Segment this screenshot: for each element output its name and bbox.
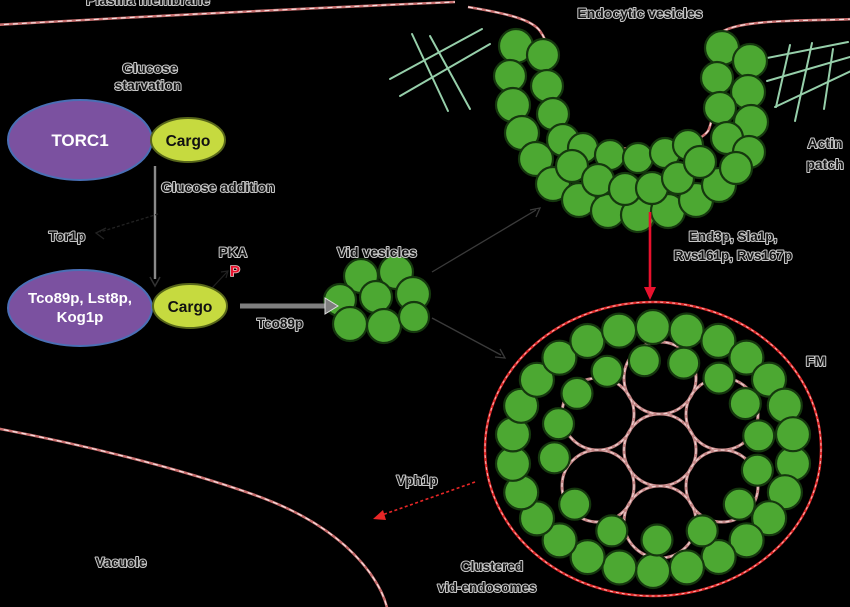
cargo-bottom-ellipse [152,283,228,329]
internalization-arrow [644,212,656,300]
vesicle-icon [554,148,590,184]
vesicle-icon [682,144,718,180]
tco89p-label: Tco89p [257,316,303,331]
vesicle-icon [569,322,606,360]
vph1p-arrow [373,481,476,520]
vesicle-icon [668,312,705,349]
vesicle-icon [700,322,737,359]
to-endocytic-arrow [431,207,542,273]
vesicle-icon [728,522,765,559]
fm-label: FM [806,353,826,369]
vesicle-icon [502,387,540,424]
endosome-circle-icon [623,413,697,487]
torc1-complex-label-1: Tco89p, Lst8p, [28,290,132,307]
vesicle-icon [634,308,672,346]
clustered-endosomes-label-1: Clustered [461,559,523,574]
vesicle-icon [742,419,776,453]
actin-patch-label-2: patch [806,156,843,172]
plasma-membrane-label: Plasma membrane [86,0,210,8]
vesicle-icon [668,549,706,586]
endocytic-vesicle-cluster [492,27,770,234]
vesicle-icon [640,523,674,557]
glucose-addition-label: Glucose addition [161,179,275,195]
vesicle-icon [621,141,655,175]
vesicle-icon [560,376,594,410]
vesicle-icon [518,500,556,537]
vesicle-icon [740,453,775,487]
vesicle-icon [634,552,672,590]
vesicle-icon [750,361,788,398]
vesicle-icon [702,361,736,395]
vesicle-icon [590,354,624,388]
vacuole-membrane [0,427,389,607]
torc1-complex-ellipse [7,269,153,347]
vesicle-icon [600,312,638,349]
phospho-label: P [230,263,240,280]
tco89p-arrow [240,297,339,315]
torc1-complex-fed: Tco89p, Lst8p, Kog1p Cargo [7,269,228,347]
vesicle-icon [397,300,431,334]
vesicle-icon [595,514,629,548]
vesicle-icon [569,538,606,576]
vesicle-icon [718,150,754,186]
vesicle-icon [525,37,561,73]
endocytosis-proteins-label-1: End3p, Sla1p, [689,229,778,244]
vesicle-icon [365,307,403,345]
cargo-bottom-label: Cargo [168,299,213,316]
vesicle-icon [529,68,565,104]
vesicle-icon [766,474,804,511]
vesicle-icon [750,500,788,537]
vesicle-icon [627,344,662,378]
tor1p-label: Tor1p [49,229,86,244]
clustered-endosomes-label-2: vid-endosomes [437,580,536,595]
vph1p-label: Vph1p [396,473,437,488]
vesicle-icon [699,60,735,96]
vesicle-icon [541,522,578,559]
actin-patch-label-1: Actin [808,135,843,151]
vesicle-icon [558,487,592,521]
glucose-starvation-label-1: Glucose [122,60,177,76]
to-endosome-arrow [431,317,507,359]
vesicle-icon [728,387,762,421]
vesicle-icon [517,140,555,178]
endocytic-vesicles-label: Endocytic vesicles [577,5,703,21]
pka-arrow [211,270,229,289]
vesicle-icon [518,361,556,398]
vesicle-icon [667,346,701,380]
actin-patch-left-icon [389,28,491,112]
torc1-complex-label-2: Kog1p [57,309,104,326]
vesicle-icon [722,487,756,521]
glucose-addition-arrow [149,166,161,288]
endosome-vesicles [494,308,812,590]
torc1-label: TORC1 [51,131,108,150]
cargo-top-ellipse [150,117,226,163]
vacuole-label: Vacuole [95,555,147,570]
vesicle-icon [685,514,719,548]
vid-vesicle-cluster [322,253,432,345]
actin-patch-right-icon [756,41,850,122]
vesicle-icon [728,339,765,376]
vesicle-icon [702,90,738,126]
vesicle-icon [774,416,812,453]
vid-vesicles-label: Vid vesicles [337,244,417,260]
vesicle-icon [331,305,369,343]
endocytosis-proteins-label-2: Rvs161p, Rvs167p [674,248,793,263]
tor1p-arrow [94,213,159,240]
torc1-complex-starved: TORC1 Cargo [7,99,226,181]
vesicle-icon [731,42,769,80]
vesicle-icon [541,339,578,376]
vesicle-icon [541,407,576,441]
vid-endosome-cluster [483,300,823,598]
pka-label: PKA [219,245,248,260]
cargo-top-label: Cargo [166,133,211,150]
glucose-starvation-label-2: starvation [115,77,182,93]
vesicle-icon [601,549,638,586]
vesicle-icon [537,441,572,475]
